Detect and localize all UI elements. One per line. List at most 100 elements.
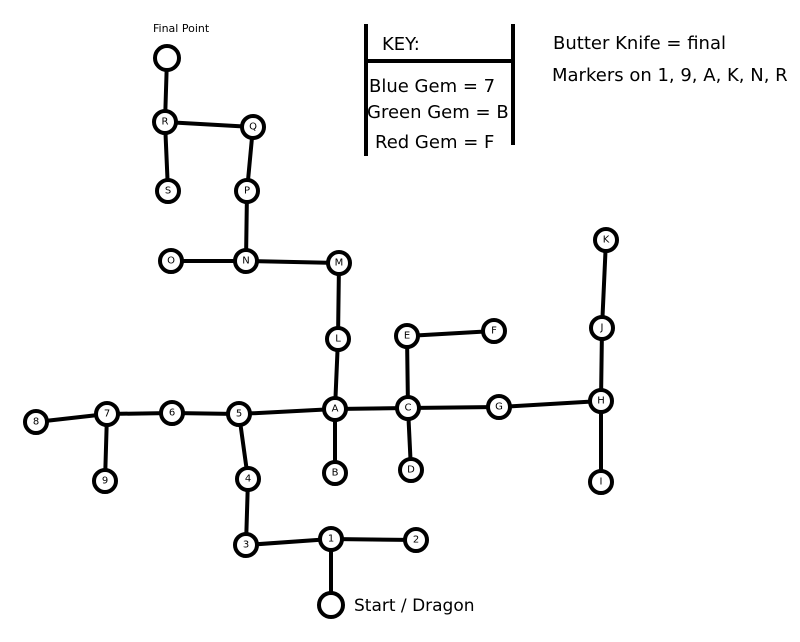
node-circle-K	[593, 227, 619, 253]
node-circle-A	[322, 396, 348, 422]
node-circle-I	[588, 469, 614, 495]
node-n5: 5	[226, 401, 252, 427]
start-label: Start / Dragon	[354, 596, 475, 616]
node-P: P	[234, 178, 260, 204]
node-D: D	[398, 457, 424, 483]
node-circle-M	[326, 250, 352, 276]
final-point-label: Final Point	[153, 22, 210, 35]
key-entry-green-gem: Green Gem = B	[367, 102, 509, 123]
node-label-n2: 2	[413, 535, 419, 546]
node-circle-H	[588, 388, 614, 414]
node-circle-n3	[233, 532, 259, 558]
note-butter-knife: Butter Knife = final	[553, 33, 726, 54]
node-label-n6: 6	[169, 408, 175, 419]
node-label-K: K	[603, 235, 610, 246]
node-label-n5: 5	[236, 409, 242, 420]
node-circle-S	[155, 178, 181, 204]
node-circle-O	[158, 248, 184, 274]
node-label-n4: 4	[245, 474, 251, 485]
node-final	[153, 44, 181, 72]
edge-K-J	[600, 238, 608, 330]
node-circle-J	[589, 315, 615, 341]
node-H: H	[588, 388, 614, 414]
edge-E-F	[405, 329, 496, 338]
key-entry-red-gem: Red Gem = F	[375, 132, 494, 153]
edge-N-M	[244, 259, 341, 265]
node-A: A	[322, 396, 348, 422]
edges-layer	[34, 56, 608, 607]
node-label-B: B	[332, 468, 339, 479]
node-R: R	[152, 109, 178, 135]
node-start	[317, 591, 345, 619]
edge-n1-n2	[329, 537, 418, 542]
node-circle-R	[152, 109, 178, 135]
node-K: K	[593, 227, 619, 253]
node-label-n9: 9	[102, 476, 108, 487]
node-label-N: N	[242, 256, 249, 267]
node-E: E	[394, 323, 420, 349]
node-circle-n4	[235, 466, 261, 492]
node-label-C: C	[405, 403, 412, 414]
node-n7: 7	[94, 401, 120, 427]
key-entry-blue-gem: Blue Gem = 7	[369, 76, 495, 97]
node-label-P: P	[244, 186, 250, 197]
node-label-R: R	[162, 117, 169, 128]
node-label-M: M	[335, 258, 344, 269]
node-J: J	[589, 315, 615, 341]
node-circle-D	[398, 457, 424, 483]
node-circle-n2	[403, 527, 429, 553]
key-box: KEY: Blue Gem = 7 Green Gem = B Red Gem …	[364, 24, 515, 156]
node-N: N	[233, 248, 259, 274]
node-C: C	[395, 395, 421, 421]
node-circle-n8	[23, 409, 49, 435]
node-n3: 3	[233, 532, 259, 558]
node-label-n3: 3	[243, 540, 249, 551]
node-circle-F	[481, 318, 507, 344]
node-I: I	[588, 469, 614, 495]
node-label-G: G	[495, 402, 503, 413]
edge-n3-n1	[244, 537, 333, 547]
key-title: KEY:	[382, 34, 420, 55]
node-n1: 1	[318, 526, 344, 552]
node-circle-E	[394, 323, 420, 349]
node-n4: 4	[235, 466, 261, 492]
node-circle-start	[317, 591, 345, 619]
node-S: S	[155, 178, 181, 204]
node-O: O	[158, 248, 184, 274]
node-M: M	[326, 250, 352, 276]
edge-R-Q	[163, 120, 255, 129]
node-label-L: L	[335, 334, 341, 345]
node-n6: 6	[159, 400, 185, 426]
node-label-n1: 1	[328, 534, 334, 545]
node-L: L	[325, 326, 351, 352]
node-circle-P	[234, 178, 260, 204]
node-label-J: J	[600, 323, 604, 334]
node-n8: 8	[23, 409, 49, 435]
node-circle-n1	[318, 526, 344, 552]
node-Q: Q	[240, 114, 266, 140]
node-label-D: D	[407, 465, 415, 476]
node-circle-N	[233, 248, 259, 274]
node-label-I: I	[600, 477, 603, 488]
edge-n5-A	[237, 407, 337, 416]
node-circle-C	[395, 395, 421, 421]
node-label-S: S	[165, 186, 171, 197]
node-label-F: F	[491, 326, 497, 337]
node-n9: 9	[92, 468, 118, 494]
node-label-n8: 8	[33, 417, 39, 428]
node-circle-Q	[240, 114, 266, 140]
node-label-O: O	[167, 256, 175, 267]
node-circle-G	[486, 394, 512, 420]
node-circle-L	[325, 326, 351, 352]
node-circle-n5	[226, 401, 252, 427]
node-circle-n7	[94, 401, 120, 427]
node-circle-B	[322, 460, 348, 486]
node-label-A: A	[332, 404, 339, 415]
node-label-Q: Q	[249, 122, 257, 133]
nodes-layer: R Q S P O N M L E F K J H G C A D B I 8 7 6 5 9 4 3 1 2	[23, 44, 619, 619]
node-n2: 2	[403, 527, 429, 553]
node-G: G	[486, 394, 512, 420]
note-markers: Markers on 1, 9, A, K, N, R	[552, 65, 788, 86]
edge-G-H	[497, 399, 603, 409]
